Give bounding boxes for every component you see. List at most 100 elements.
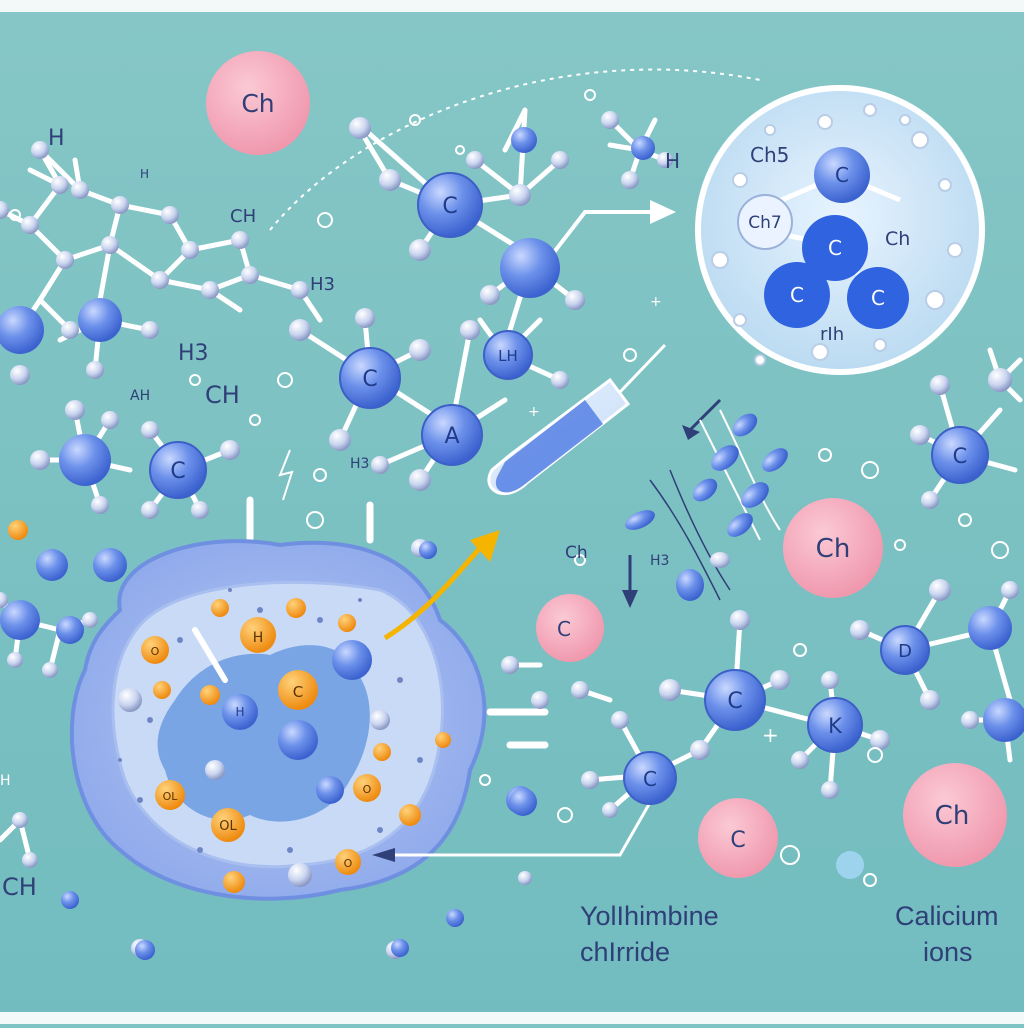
label-ch-sm: Ch — [565, 543, 588, 563]
label-h-left-small: H — [0, 773, 11, 789]
caption-yohimbine-line1: YolIhimbine — [580, 901, 719, 931]
zoom-label-ch7: Ch7 — [748, 213, 781, 233]
plus-mark-3: + — [762, 723, 779, 747]
label-h3-small: H3 — [178, 341, 209, 366]
pink-ion-1 — [783, 498, 883, 598]
atom-c3 — [149, 441, 207, 499]
zoom-atom-c-right — [847, 267, 909, 329]
atom-b1 — [880, 625, 930, 675]
cell-spheres — [118, 640, 390, 887]
atom-c6 — [623, 751, 677, 805]
label-h3-mid: H3 — [310, 274, 335, 295]
cell-ion-label-0: H — [253, 630, 264, 646]
caption-yohimbine: YolIhimbine chIrride — [580, 898, 719, 970]
cell-link-arrow — [372, 848, 395, 862]
small-spheres — [0, 111, 1019, 959]
cell-ion-label-7: OL — [219, 819, 237, 834]
zoom-atom-c-center — [802, 215, 868, 281]
caption-calcium: Calicium ions — [895, 898, 999, 970]
atom-label-k1: K — [828, 714, 843, 738]
particle-stream — [625, 409, 788, 601]
atom-label-c4: C — [953, 444, 968, 468]
cell-ion-label-4: OL — [163, 790, 179, 803]
cell-ion-label-3: H — [235, 705, 244, 719]
caption-calcium-line1: Calicium — [895, 901, 999, 931]
label-h3-small-2: H3 — [350, 456, 369, 472]
cell-granules — [118, 588, 423, 853]
cell-orange-ions — [141, 598, 451, 893]
atom-label-c6: C — [643, 767, 657, 791]
zoom-arrow — [546, 210, 650, 262]
zoom-label-rih: rIh — [820, 324, 844, 345]
pink-ion-label-1: Ch — [816, 534, 851, 564]
zoom-atom-ch7 — [737, 194, 793, 250]
pink-ion-4 — [903, 763, 1007, 867]
dark-arrow-1-head — [682, 425, 700, 440]
pink-ions — [206, 51, 1007, 878]
atom-label-lh: LH — [498, 347, 518, 365]
cell-link-line — [385, 784, 662, 857]
atom-c2 — [339, 347, 401, 409]
atom-label-c5: C — [727, 689, 742, 714]
cell: H C O H OL O O OL — [69, 539, 487, 901]
pink-ion-label-4: Ch — [935, 801, 970, 831]
caption-calcium-line2: ions — [923, 937, 973, 967]
zoom-label-ch5: Ch5 — [750, 143, 789, 167]
pink-ion-0 — [206, 51, 310, 155]
plus-mark-1: + — [650, 294, 662, 310]
zoom-label-c-right: C — [871, 286, 885, 310]
plus-mark-2: + — [528, 404, 540, 420]
pink-ion-label-0: Ch — [241, 89, 274, 118]
atom-c1 — [417, 172, 483, 238]
pink-ion-3 — [698, 798, 778, 878]
zoom-dashed-link — [269, 68, 761, 231]
label-ch-left: CH — [205, 381, 240, 409]
test-tube — [487, 343, 667, 495]
label-ah: AH — [130, 388, 150, 404]
unlabeled-atoms — [0, 127, 1024, 879]
pink-ion-label-2: C — [557, 617, 571, 641]
label-h3-stream: H3 — [650, 553, 669, 569]
dark-arrow-2-head — [622, 590, 638, 608]
zoom-label-c-center: C — [828, 236, 842, 260]
cell-probe — [192, 627, 228, 683]
label-h-top2: H — [665, 149, 680, 173]
atom-a1 — [421, 404, 483, 466]
label-ch-top-left: CH — [230, 206, 256, 227]
atom-label-c2: C — [362, 367, 377, 392]
label-h-left: H — [48, 126, 65, 151]
atom-label-b1: D — [898, 641, 912, 662]
zoom-atom-c-left — [764, 262, 830, 328]
atom-c5 — [704, 669, 766, 731]
label-h-top: H — [140, 167, 149, 181]
atom-k1 — [807, 697, 863, 753]
pink-ion-2 — [536, 594, 604, 662]
atom-lh — [483, 330, 533, 380]
orange-dots — [8, 520, 28, 540]
zoom-atom-c-top — [814, 147, 870, 203]
labeled-atoms — [149, 172, 989, 805]
gold-arrow — [383, 546, 482, 641]
zoom-label-c-left: C — [790, 283, 804, 307]
zoom-view: Ch5 C Ch7 Ch C C C rIh — [695, 85, 985, 375]
atom-label-c3: C — [170, 459, 185, 484]
cell-ion-label-2: O — [151, 645, 160, 658]
pink-ion-label-3: C — [730, 828, 745, 853]
spark — [278, 449, 294, 501]
blue-dots — [61, 541, 537, 960]
atom-c4 — [931, 426, 989, 484]
cell-ion-label-1: C — [293, 683, 303, 701]
atom-label-a1: A — [444, 424, 459, 449]
bubbles — [9, 89, 1009, 887]
zoom-label-ch: Ch — [885, 228, 910, 250]
bottom-border — [0, 1012, 1024, 1024]
cell-ion-label-5: O — [363, 783, 372, 796]
zoom-arrow-head — [650, 200, 676, 224]
gold-arrow-head — [470, 530, 500, 562]
top-border — [0, 0, 1024, 12]
atom-label-c1: C — [442, 194, 457, 219]
caption-yohimbine-line2: chIrride — [580, 937, 671, 967]
zoom-bubbles — [711, 103, 963, 366]
label-ch-bottom-left: CH — [2, 873, 37, 901]
